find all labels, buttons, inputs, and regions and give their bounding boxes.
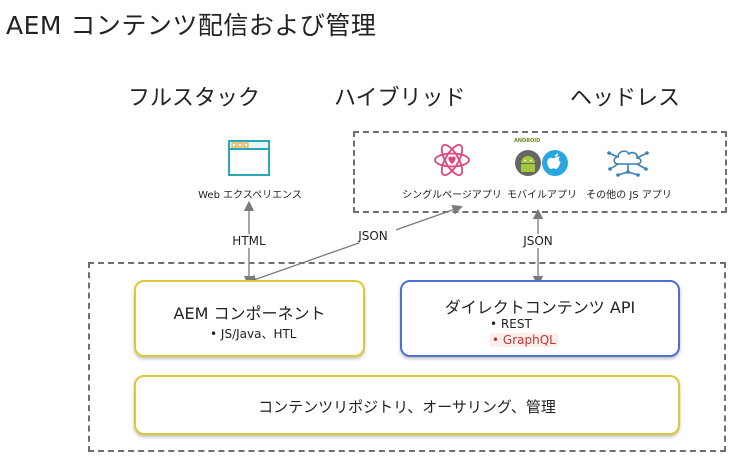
mobile-label: モバイルアプリ — [507, 190, 577, 201]
react-atom-icon — [433, 142, 471, 178]
column-header-hybrid: ハイブリッド — [334, 86, 466, 111]
json-right-label: JSON — [515, 234, 561, 248]
json-left-label: JSON — [350, 229, 396, 243]
aem-components-title: AEM コンポーネント — [173, 304, 326, 323]
other-js-label: その他の JS アプリ — [586, 190, 672, 201]
aem-components-bullet-text: JS/Java、HTL — [220, 327, 297, 341]
aem-components-bullet: • JS/Java、HTL — [210, 327, 297, 341]
api-bullet-rest-text: REST — [500, 317, 532, 331]
content-api-title: ダイレクトコンテンツ API — [444, 298, 636, 317]
aem-components-box: AEM コンポーネント • JS/Java、HTL — [134, 280, 365, 357]
column-header-fullstack: フルスタック — [128, 86, 261, 111]
content-api-box: ダイレクトコンテンツ API • REST • GraphQL — [400, 280, 680, 357]
content-repository-box: コンテンツリポジトリ、オーサリング、管理 — [134, 375, 680, 435]
html-label: HTML — [227, 234, 271, 248]
android-badge: ANDROID — [514, 138, 541, 144]
browser-window-icon — [228, 140, 270, 176]
api-bullet-rest: • REST — [490, 317, 532, 331]
json-diagonal-connector — [246, 204, 463, 285]
api-bullet-graphql-text: GraphQL — [502, 333, 556, 347]
cloud-network-icon — [604, 142, 652, 178]
web-experience-label: Web エクスペリエンス — [198, 190, 302, 201]
android-apple-icon — [514, 138, 570, 180]
spa-label: シングルページアプリ — [402, 190, 502, 201]
page-title: AEM コンテンツ配信および管理 — [6, 11, 377, 40]
content-repository-label: コンテンツリポジトリ、オーサリング、管理 — [258, 398, 556, 416]
column-header-headless: ヘッドレス — [570, 86, 681, 111]
api-bullet-graphql: • GraphQL — [490, 333, 558, 347]
